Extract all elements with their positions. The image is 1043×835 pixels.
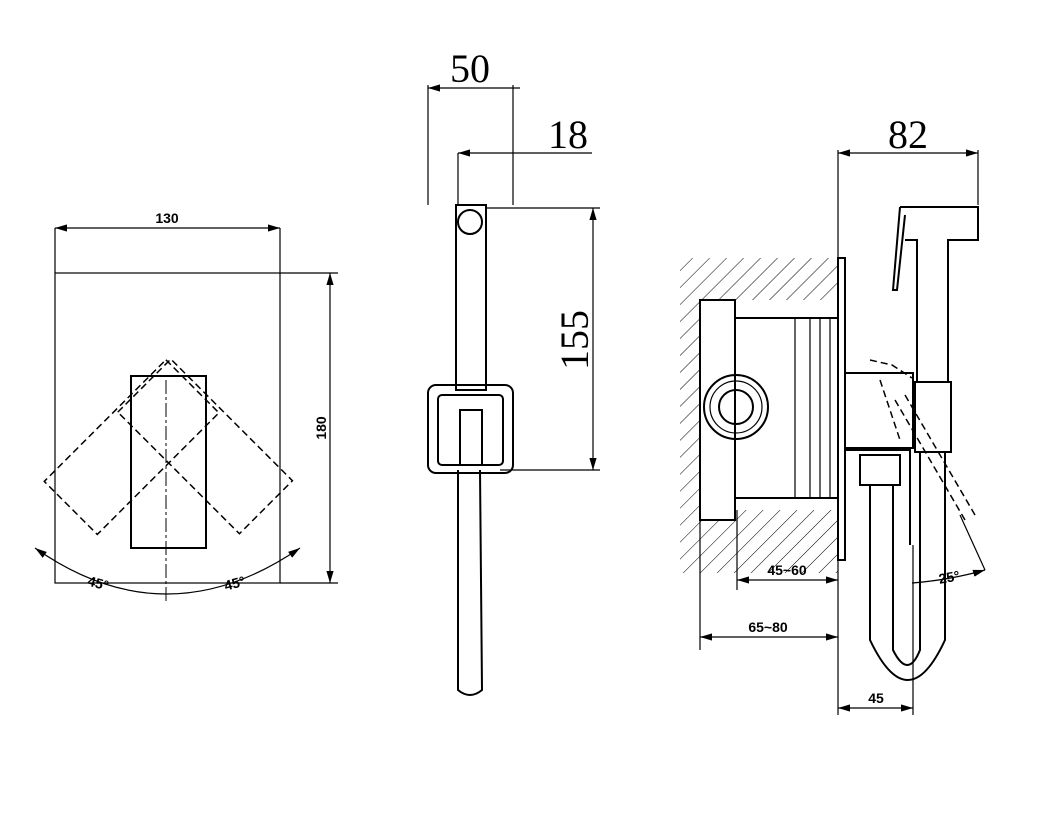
cover-plate (54, 272, 281, 584)
left-angle-label: 45° (86, 573, 111, 594)
holder (427, 384, 514, 474)
bar-width-label: 18 (548, 112, 588, 157)
section-view: 82 25° 45~60 65~80 45 (680, 112, 986, 715)
box-depth-max-label: 65~80 (748, 619, 788, 635)
depth-dimension-label: 82 (888, 112, 928, 157)
angle-label: 25° (937, 567, 961, 586)
hose-offset-label: 45 (868, 690, 884, 706)
front-view: 130 180 45° 45° (34, 210, 338, 604)
right-angle-label: 45° (222, 573, 247, 594)
width-dimension-label: 130 (155, 210, 179, 226)
height-dimension-label: 155 (552, 310, 597, 370)
depth-dimension-label: 50 (450, 46, 490, 91)
hose (457, 469, 484, 696)
sprayer (900, 206, 979, 383)
wall-bar (455, 204, 487, 391)
wall-plate (837, 257, 846, 561)
side-view: 50 18 155 (427, 46, 600, 696)
box-depth-min-label: 45~60 (767, 562, 807, 578)
height-dimension-label: 180 (313, 416, 329, 440)
